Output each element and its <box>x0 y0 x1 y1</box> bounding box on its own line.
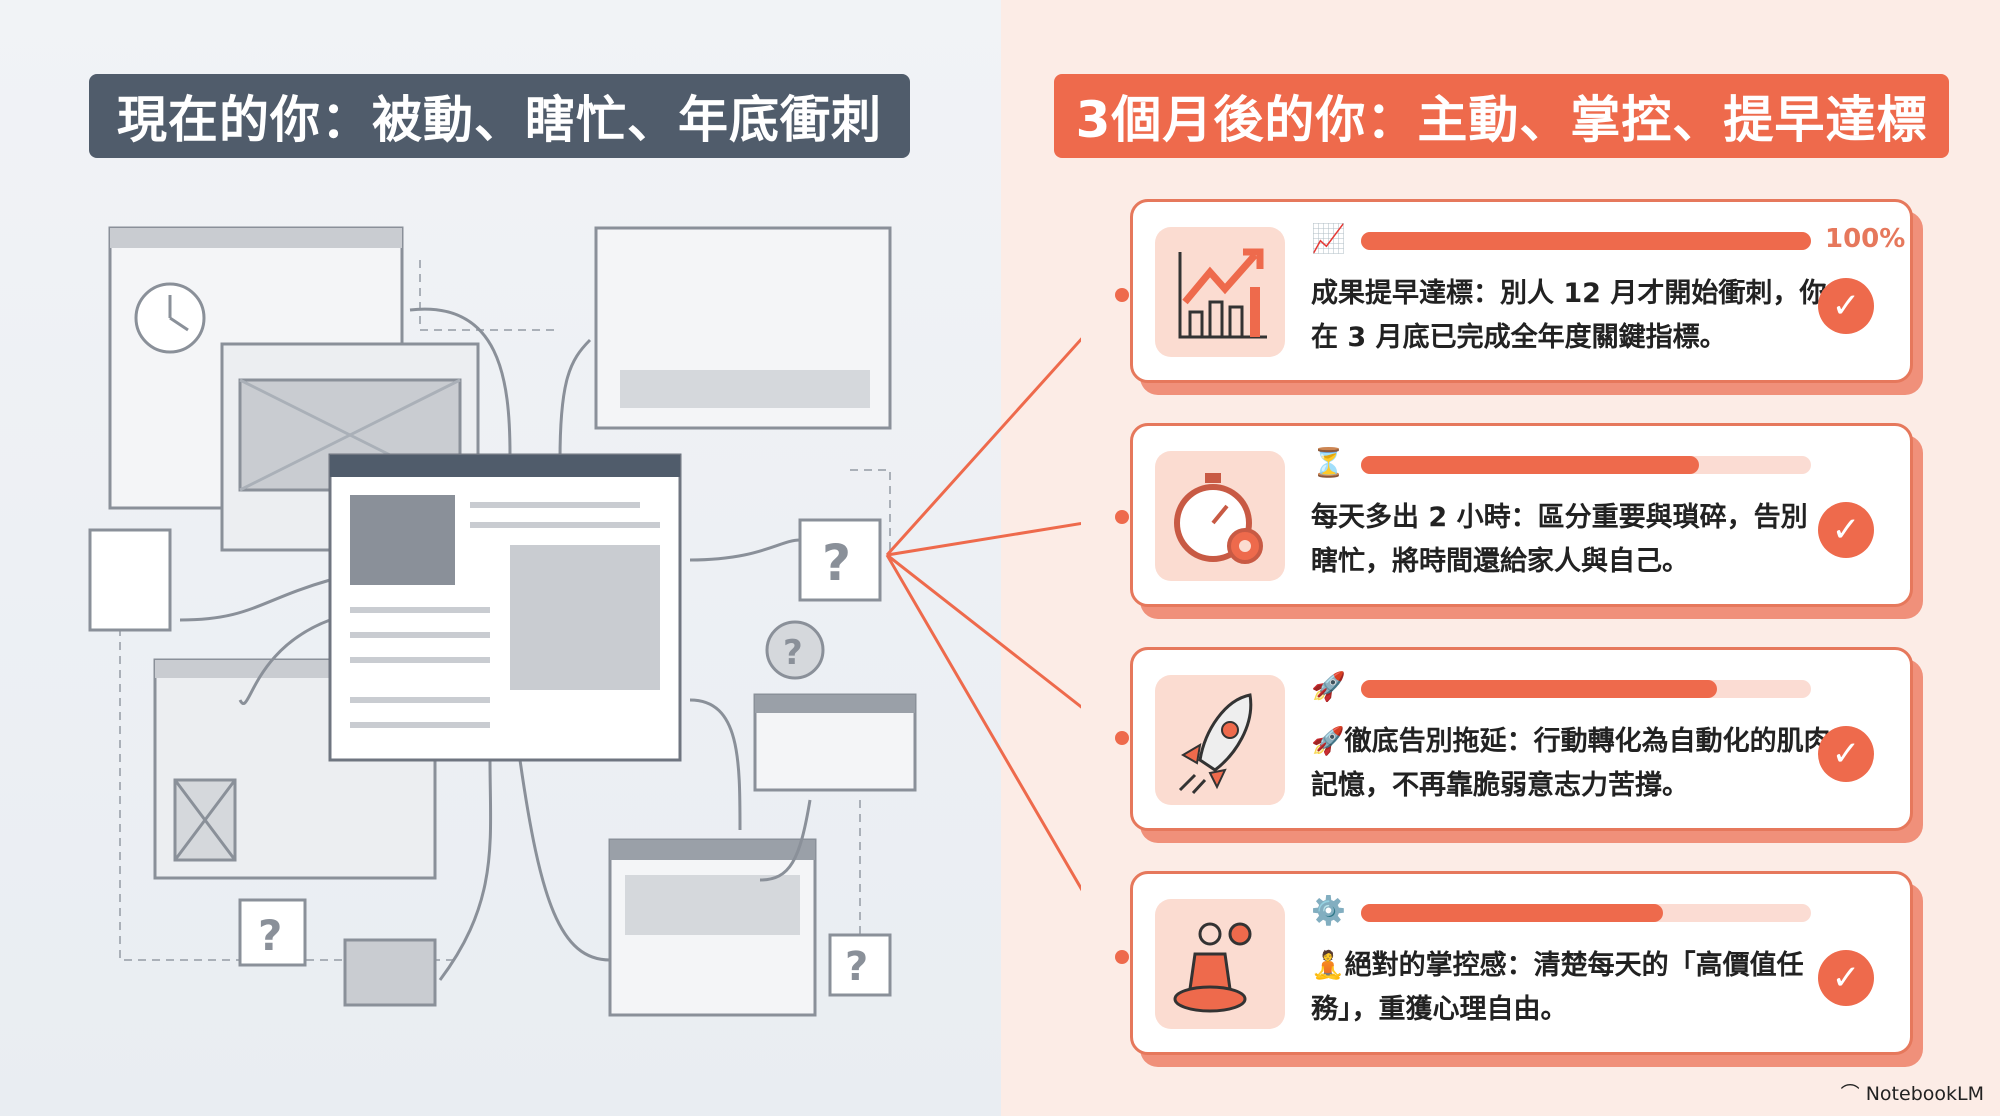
benefit-card: 🚀 🚀徹底告別拖延：行動轉化為自動化的肌肉記憶，不再靠脆弱意志力苦撐。 ✓ <box>1130 647 1913 831</box>
progress-fill <box>1361 232 1811 250</box>
benefit-text: 成果提早達標：別人 12 月才開始衝刺，你在 3 月底已完成全年度關鍵指標。 <box>1311 278 1827 353</box>
progress-fill <box>1361 680 1717 698</box>
connector-dot <box>1115 950 1129 964</box>
svg-text:?: ? <box>258 911 282 960</box>
benefit-card: 📈 100% 成果提早達標：別人 12 月才開始衝刺，你在 3 月底已完成全年度… <box>1130 199 1913 383</box>
emoji-icon: ⏳ <box>1311 446 1346 479</box>
chaotic-windows-illustration: ? ? ? ? <box>88 226 917 1017</box>
rocket-icon <box>1155 675 1285 805</box>
connector-lines <box>885 337 1081 892</box>
chart-growth-icon <box>1155 227 1285 357</box>
left-panel-current-state: ? ? ? ? 現在的你：被動、瞎忙、年底衝刺 <box>0 0 1001 1116</box>
connector-dot <box>1115 510 1129 524</box>
emoji-icon: ⚙️ <box>1311 894 1346 927</box>
notebooklm-brand: ⌒ NotebookLM <box>1840 1083 1984 1105</box>
benefit-card: ⏳ 每天多出 2 小時：區分重要與瑣碎，告別瞎忙，將時間還給家人與自己。 ✓ <box>1130 423 1913 607</box>
check-icon: ✓ <box>1818 502 1874 558</box>
connector-dot <box>1115 288 1129 302</box>
progress-bar <box>1361 680 1811 698</box>
progress-fill <box>1361 904 1663 922</box>
progress-fill <box>1361 456 1699 474</box>
svg-text:?: ? <box>822 534 851 592</box>
progress-bar <box>1361 456 1811 474</box>
current-state-title: 現在的你：被動、瞎忙、年底衝刺 <box>89 74 910 158</box>
check-icon: ✓ <box>1818 278 1874 334</box>
progress-bar <box>1361 904 1811 922</box>
benefit-text: 🚀徹底告別拖延：行動轉化為自動化的肌肉記憶，不再靠脆弱意志力苦撐。 <box>1311 726 1831 801</box>
benefit-card: ⚙️ 🧘絕對的掌控感：清楚每天的「高價值任務」，重獲心理自由。 ✓ <box>1130 871 1913 1055</box>
connector-dot <box>1115 731 1129 745</box>
stopwatch-gear-icon <box>1155 451 1285 581</box>
future-state-title: 3個月後的你：主動、掌控、提早達標 <box>1054 74 1949 158</box>
meditation-gear-icon <box>1155 899 1285 1029</box>
svg-text:?: ? <box>783 633 803 673</box>
check-icon: ✓ <box>1818 726 1874 782</box>
progress-label: 100% <box>1825 224 1906 254</box>
emoji-icon: 📈 <box>1311 222 1346 255</box>
svg-text:?: ? <box>845 944 868 990</box>
check-icon: ✓ <box>1818 950 1874 1006</box>
brand-label: NotebookLM <box>1865 1083 1984 1105</box>
emoji-icon: 🚀 <box>1311 670 1346 703</box>
benefit-text: 每天多出 2 小時：區分重要與瑣碎，告別瞎忙，將時間還給家人與自己。 <box>1311 502 1808 577</box>
progress-bar <box>1361 232 1811 250</box>
benefit-text: 🧘絕對的掌控感：清楚每天的「高價值任務」，重獲心理自由。 <box>1311 950 1804 1025</box>
